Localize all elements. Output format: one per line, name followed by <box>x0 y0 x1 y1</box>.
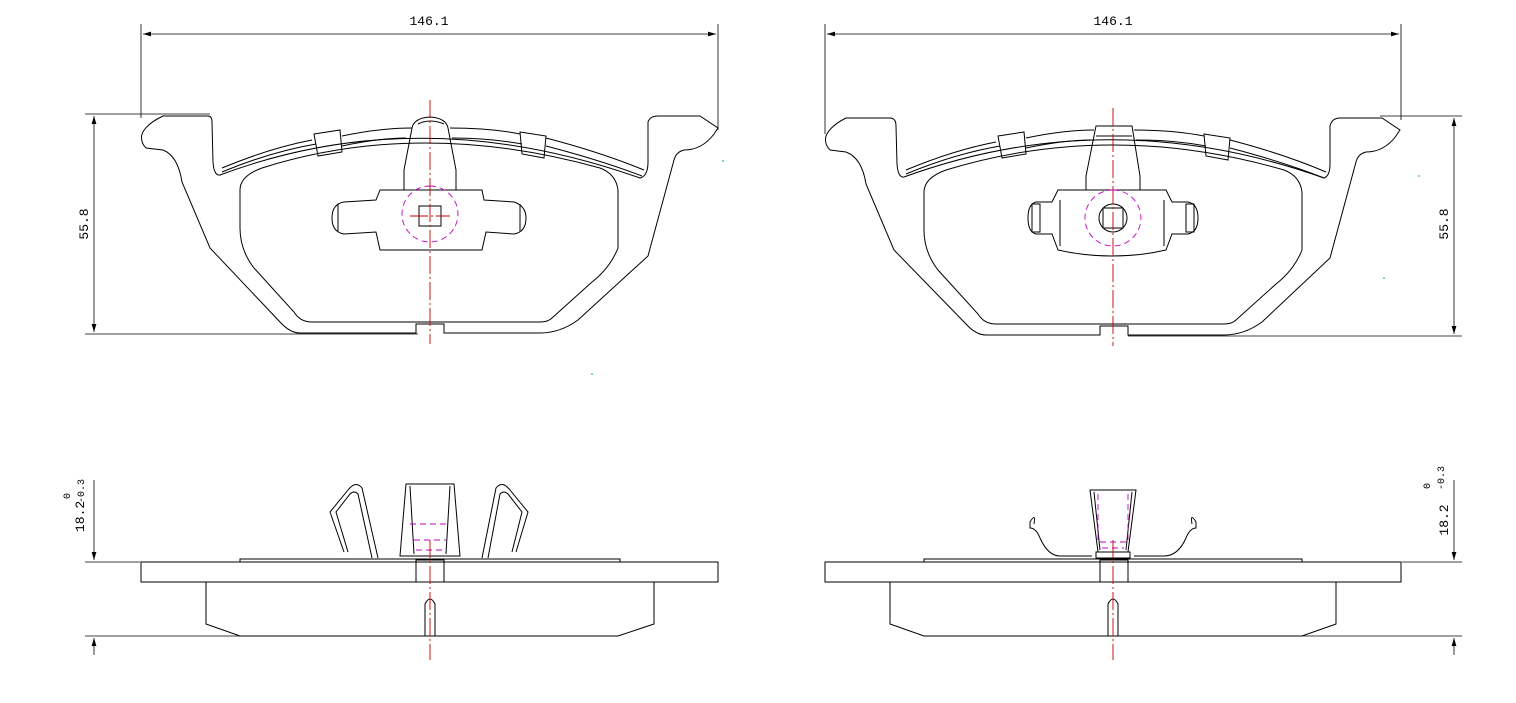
left-side-friction <box>205 582 655 637</box>
left-thickness-dimension: 18.2 0 -0.3 <box>63 479 240 655</box>
left-thickness-upper-tol: 0 <box>63 493 74 499</box>
right-thickness-label: 18.2 <box>1437 504 1452 535</box>
left-backplate-outline <box>141 115 719 334</box>
left-width-dimension: 146.1 <box>140 14 719 130</box>
right-backplate-outline <box>825 117 1401 336</box>
left-front-view: 146.1 55.8 <box>77 14 719 344</box>
right-side-stud <box>1099 559 1129 583</box>
left-thickness-label: 18.2 <box>73 501 88 532</box>
right-top-groove <box>905 129 1327 179</box>
right-height-label: 55.8 <box>1437 208 1452 239</box>
right-thickness-upper-tol: 0 <box>1423 483 1434 489</box>
left-side-view: 18.2 0 -0.3 <box>63 479 719 660</box>
right-thickness-lower-tol: -0.3 <box>1437 466 1448 490</box>
right-side-hidden-lines <box>1097 494 1129 549</box>
left-width-label: 146.1 <box>409 14 448 29</box>
right-side-clip <box>1029 489 1197 559</box>
right-friction-pad <box>923 144 1303 325</box>
stray-marks <box>591 160 1420 375</box>
left-thickness-lower-tol: -0.3 <box>77 479 88 503</box>
left-friction-pad <box>239 142 619 323</box>
right-spring-clip <box>1027 125 1199 257</box>
right-front-view: 146.1 55.8 <box>824 14 1462 346</box>
right-width-label: 146.1 <box>1093 14 1132 29</box>
right-thickness-dimension: 18.2 0 -0.3 <box>1302 466 1462 655</box>
left-height-label: 55.8 <box>77 208 92 239</box>
left-top-groove <box>221 127 645 177</box>
left-side-clip <box>329 483 529 559</box>
left-side-backplate <box>140 561 719 583</box>
right-width-dimension: 146.1 <box>824 14 1402 134</box>
right-side-view: 18.2 0 -0.3 <box>824 466 1462 660</box>
right-height-dimension: 55.8 <box>1128 115 1462 337</box>
left-spring-clip <box>331 116 527 251</box>
left-height-dimension: 55.8 <box>77 113 418 335</box>
